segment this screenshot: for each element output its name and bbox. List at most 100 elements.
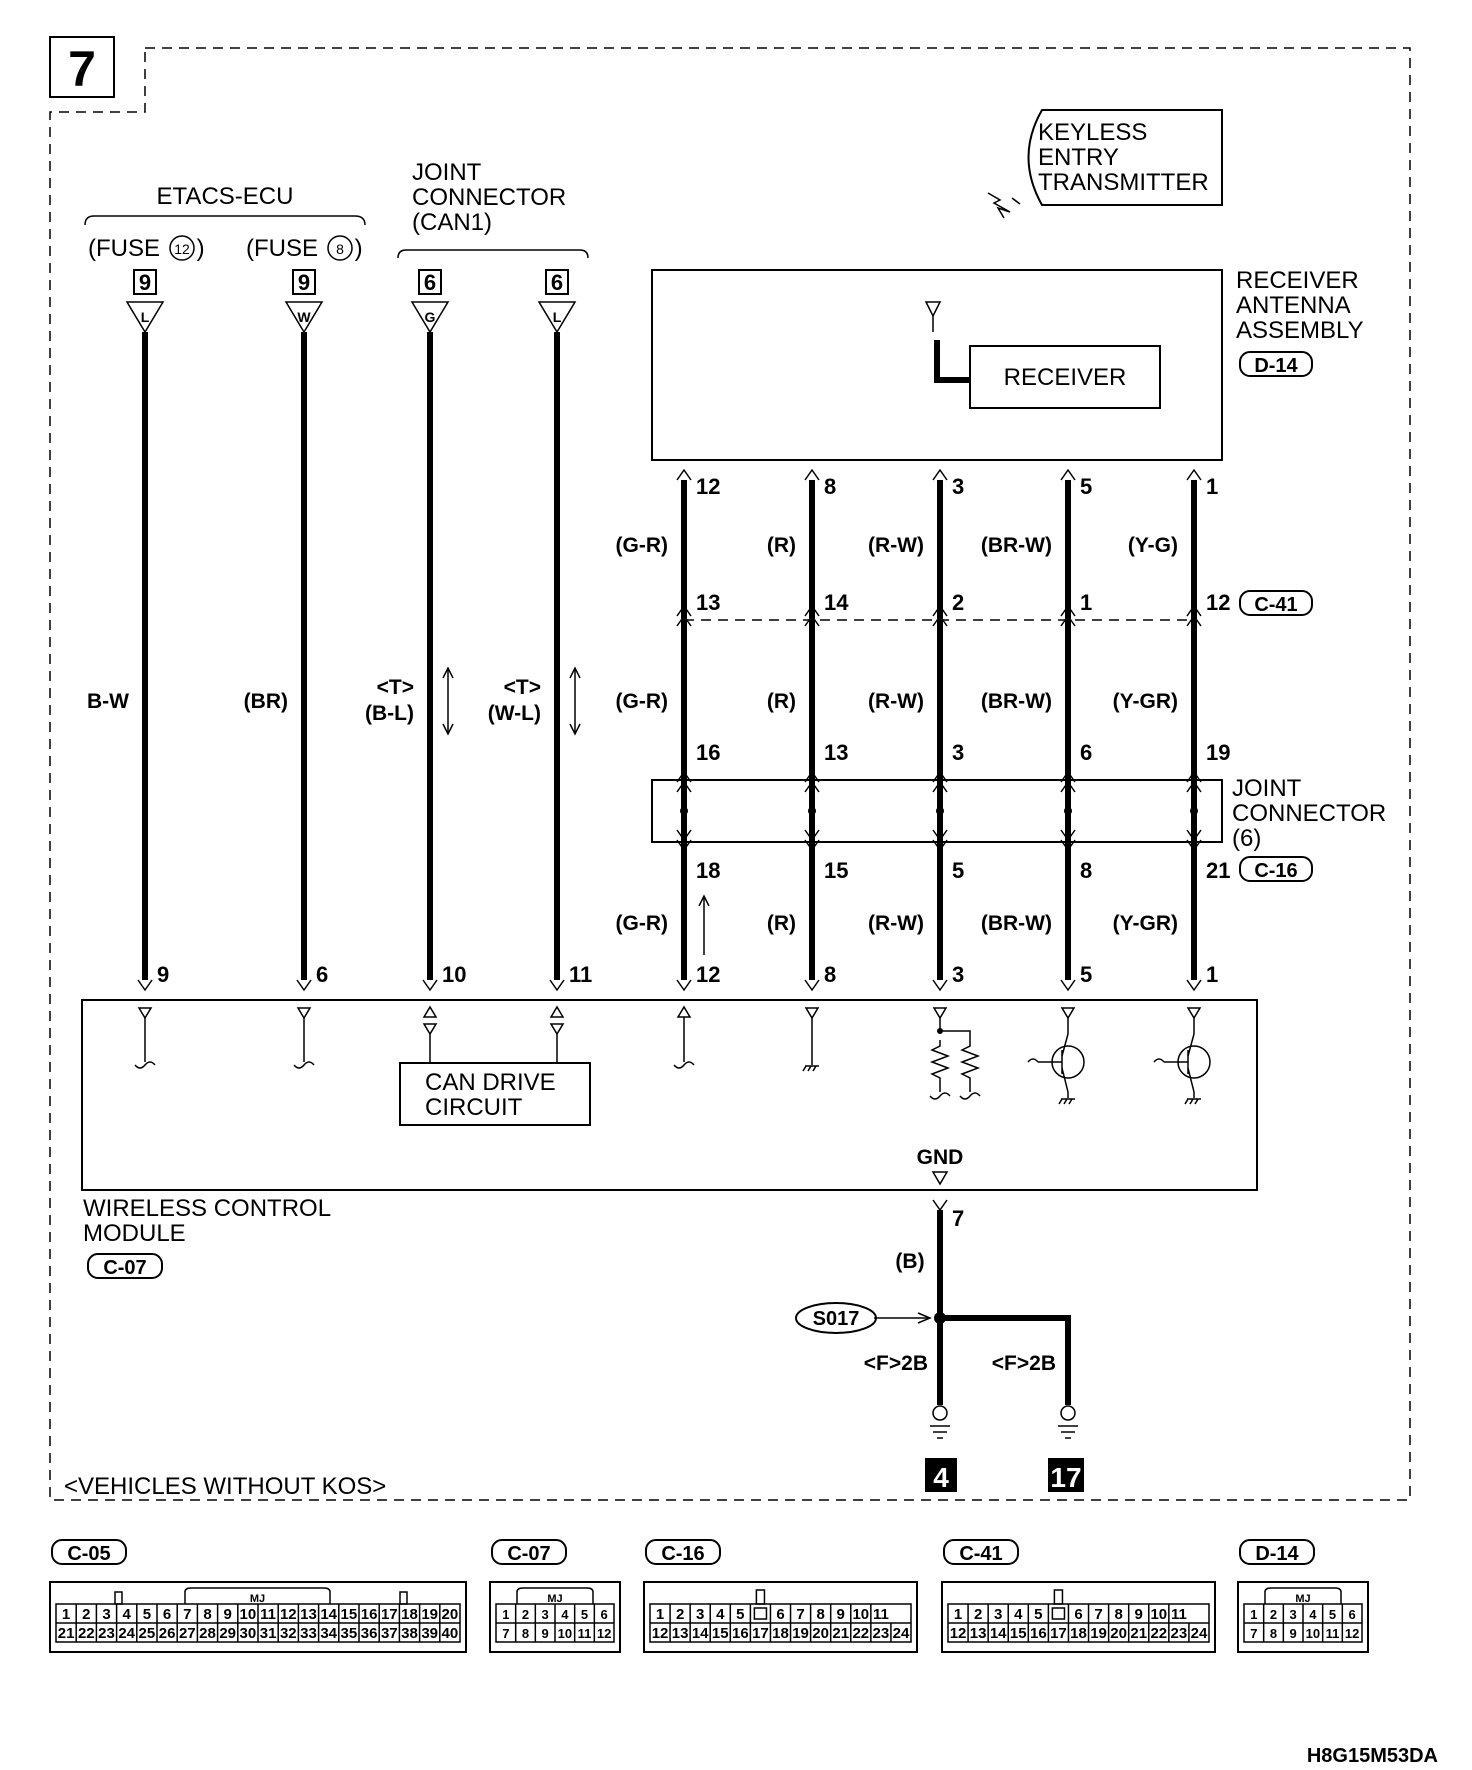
face-view-lock-hood xyxy=(516,1587,594,1604)
module-pin-number: 12 xyxy=(696,962,720,987)
wire-end-arrow xyxy=(932,979,948,992)
cavity-number: 6 xyxy=(1074,1606,1082,1623)
face-view-housing xyxy=(49,1581,467,1653)
joint-dot xyxy=(1190,807,1198,815)
page-number: 7 xyxy=(68,41,96,97)
wire-color-label: (R) xyxy=(767,690,796,713)
wire-end-arrow xyxy=(804,979,820,992)
chassis-ground-symbol xyxy=(1058,1098,1075,1105)
joint-dot xyxy=(1064,807,1072,815)
cavity-number: 10 xyxy=(1306,1626,1320,1641)
diagram-frame xyxy=(49,47,1411,1501)
cavity-number: 2 xyxy=(676,1606,684,1623)
cavity-number: 18 xyxy=(401,1606,418,1623)
wire-color-label: (Y-GR) xyxy=(1113,912,1178,935)
cavity-number: 4 xyxy=(716,1606,725,1623)
receiver-pin-number: 5 xyxy=(1080,474,1092,499)
c41-pin-arrow-lower xyxy=(932,614,948,627)
c41-pin-arrow-lower xyxy=(1060,614,1076,627)
cavity-number: 1 xyxy=(656,1606,664,1623)
c41-pin-arrow-upper xyxy=(676,604,692,617)
internal-line xyxy=(940,1030,971,1040)
cavity-number: 5 xyxy=(736,1606,744,1623)
module-code: C-07 xyxy=(103,1257,146,1279)
face-view-latch xyxy=(1053,1589,1064,1605)
receiver-code: D-14 xyxy=(1254,355,1298,377)
etacs-brace xyxy=(84,215,366,226)
c41-pin-number: 1 xyxy=(1080,590,1092,615)
cavity-number: 15 xyxy=(1010,1625,1027,1642)
cavity-number: 13 xyxy=(300,1606,317,1623)
cavity-number: 14 xyxy=(692,1625,709,1642)
cavity-number: 8 xyxy=(203,1606,211,1623)
connector-triangle xyxy=(125,301,165,334)
c41-code: C-41 xyxy=(1254,594,1297,616)
module-pin-input xyxy=(137,1007,153,1020)
cavity-number: 11 xyxy=(1326,1626,1340,1641)
cavity-number: 27 xyxy=(179,1625,196,1642)
radio-signal-icon xyxy=(987,192,1021,219)
transistor-leads xyxy=(1038,1033,1069,1093)
module-name-line2: MODULE xyxy=(83,1220,186,1247)
c41-pin-number: 14 xyxy=(824,590,849,615)
c41-pin-number: 12 xyxy=(1206,590,1230,615)
joint-can1-brace xyxy=(397,249,589,259)
ground-point-right xyxy=(1060,1405,1076,1421)
joint-pin-arrow-lower xyxy=(676,780,692,793)
ground-wire-color: (B) xyxy=(895,1250,924,1273)
cavity-number: 16 xyxy=(1030,1625,1047,1642)
connector-letter: G xyxy=(425,309,436,325)
joint-pin-arrow-upper xyxy=(1186,770,1202,783)
face-view-key-tab xyxy=(399,1591,408,1605)
c41-pin-arrow-upper xyxy=(1186,604,1202,617)
cavity-number: 3 xyxy=(994,1606,1002,1623)
joint-pin-out: 5 xyxy=(952,858,964,883)
module-pin-number: 3 xyxy=(952,962,964,987)
joint-pin-out: 21 xyxy=(1206,858,1230,883)
wire-color-label: (BR-W) xyxy=(981,534,1052,557)
cavity-number: 12 xyxy=(280,1606,297,1623)
joint6-line2: CONNECTOR xyxy=(1232,800,1386,827)
cavity-number: 30 xyxy=(240,1625,257,1642)
cavity-number: 1 xyxy=(954,1606,962,1623)
wire-color-label: (G-R) xyxy=(616,690,668,713)
joint-pin-arrow-out-lower xyxy=(804,839,820,852)
can-drive-line2: CIRCUIT xyxy=(425,1094,523,1121)
c41-pin-arrow-lower xyxy=(1186,614,1202,627)
joint-pin-arrow-out-upper xyxy=(1060,829,1076,842)
wire-end-arrow xyxy=(549,979,565,992)
ground-ref-right: 17 xyxy=(1050,1462,1081,1493)
receiver-antenna-assembly-box xyxy=(651,269,1223,461)
cavity-number: 24 xyxy=(1191,1625,1208,1642)
receiver-asm-line3: ASSEMBLY xyxy=(1236,317,1364,344)
module-pin-number: 6 xyxy=(316,962,328,987)
cavity-number: 5 xyxy=(143,1606,151,1623)
wire-color-label: (Y-GR) xyxy=(1113,690,1178,713)
joint-pin-arrow-lower xyxy=(1186,780,1202,793)
keyless-line3: TRANSMITTER xyxy=(1038,169,1209,196)
joint-dot xyxy=(936,807,944,815)
cavity-number: 10 xyxy=(240,1606,257,1623)
face-view-mark: MJ xyxy=(1295,1593,1310,1605)
wire-end-arrow xyxy=(1060,979,1076,992)
c41-pin-arrow-upper xyxy=(932,604,948,617)
cavity-number: 3 xyxy=(696,1606,704,1623)
ground-ref-right-box xyxy=(1048,1458,1084,1492)
ground-ref-left-box xyxy=(925,1458,957,1492)
top-pin-number: 9 xyxy=(298,270,310,295)
receiver-pin-number: 12 xyxy=(696,474,720,499)
connector-triangle xyxy=(410,301,450,334)
face-view-housing xyxy=(1237,1581,1369,1653)
cavity-number: 26 xyxy=(159,1625,176,1642)
cavity-number: 3 xyxy=(542,1607,549,1622)
fuse-b-num: 8 xyxy=(336,241,344,257)
joint-pin-in: 6 xyxy=(1080,740,1092,765)
cavity-number: 19 xyxy=(421,1606,438,1623)
joint-pin-arrow-lower xyxy=(1060,780,1076,793)
cavity-number: 17 xyxy=(1050,1625,1067,1642)
c41-pin-arrow-lower xyxy=(676,614,692,627)
resistor-symbol xyxy=(929,1040,951,1092)
cavity-number: 37 xyxy=(381,1625,398,1642)
fuse-a-prefix: (FUSE xyxy=(88,235,167,262)
